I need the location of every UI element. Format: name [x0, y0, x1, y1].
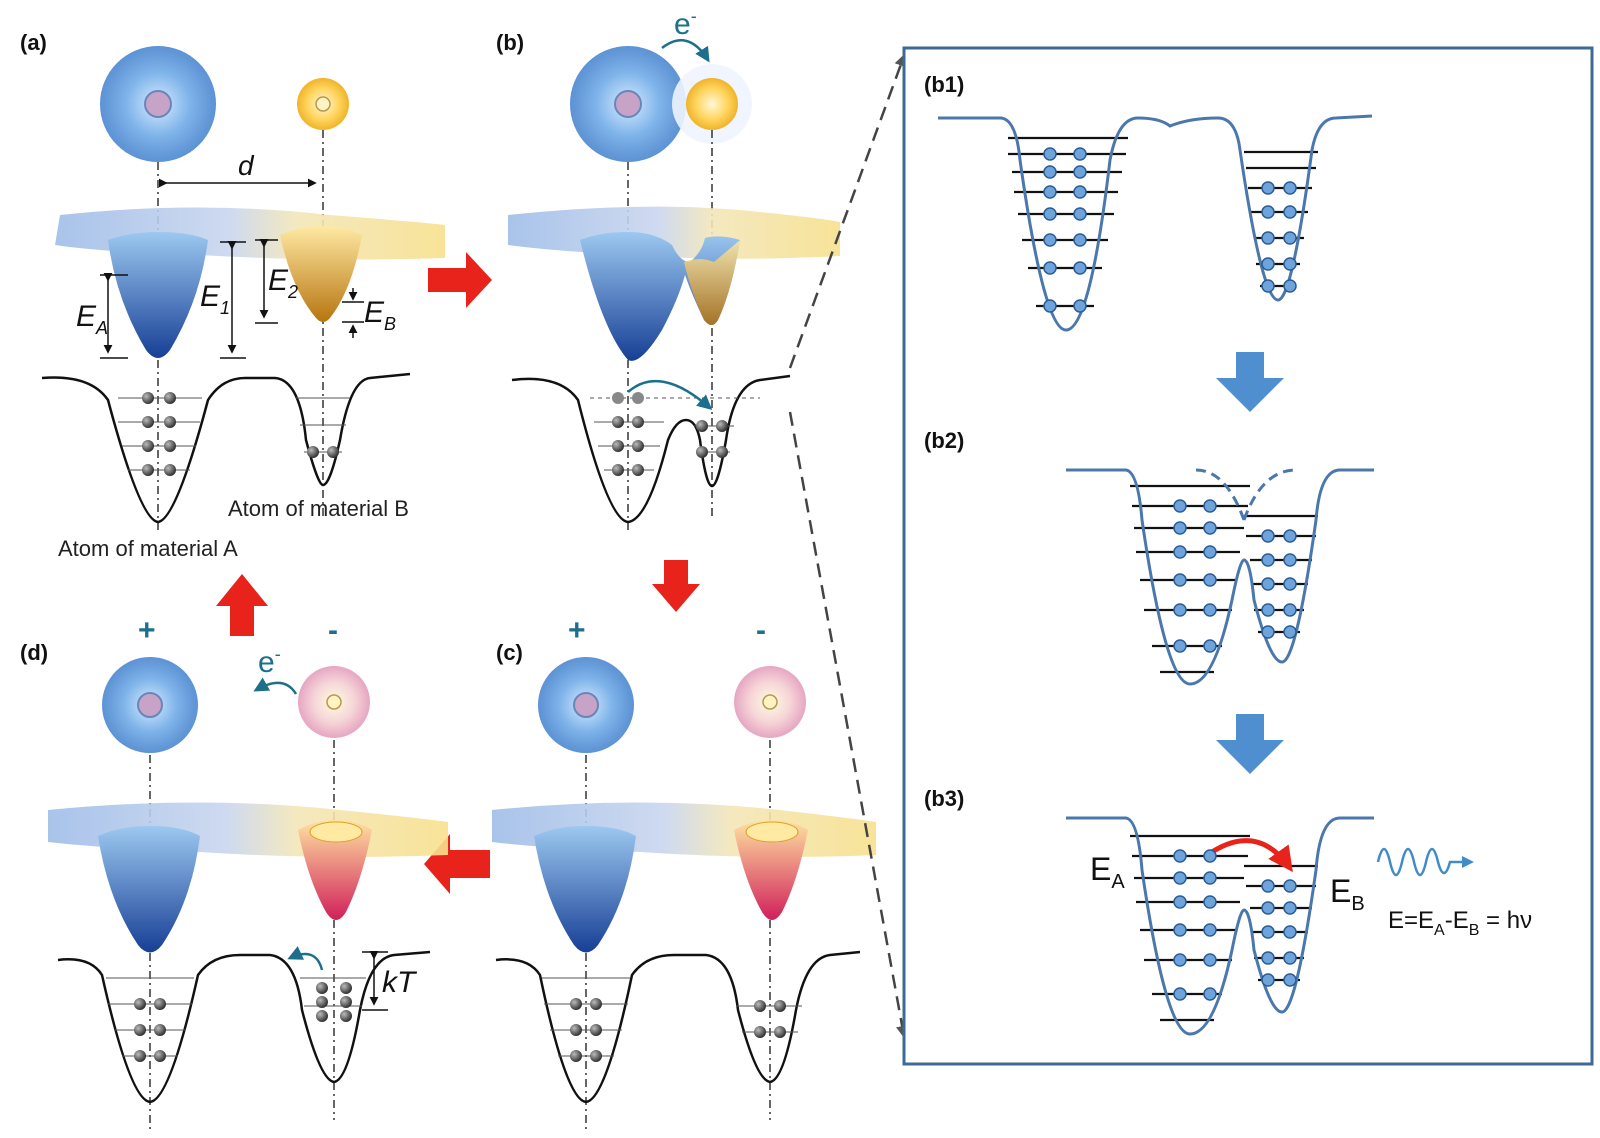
inset-b1	[938, 114, 1373, 332]
hole-2	[632, 392, 644, 404]
well-a-d	[98, 826, 200, 953]
electrons-b1	[1043, 147, 1297, 313]
arrow-b1-to-b2	[1216, 352, 1284, 412]
minus-sign-c: -	[756, 614, 766, 647]
electron-label-d: e-	[258, 644, 281, 679]
inset-panel: (b1) (b2) (b3)	[902, 46, 1594, 1066]
well-b-d	[298, 820, 372, 920]
well-b-rim-c	[745, 821, 799, 843]
atom-a-caption: Atom of material A	[58, 536, 238, 561]
inset-ea-label: EA	[1090, 851, 1125, 893]
nucleus-a-c	[573, 692, 599, 718]
electron-leave-arrow-d	[253, 677, 298, 695]
hole-1	[612, 392, 624, 404]
arrow-d-to-a	[216, 574, 268, 636]
well-b-part	[684, 240, 740, 325]
electrons-b2	[1173, 499, 1297, 653]
potential-curve-c	[495, 950, 861, 1104]
curve-b2	[1066, 468, 1374, 686]
atom-b-sphere-b	[686, 78, 738, 130]
arrow-b2-to-b3	[1216, 714, 1284, 774]
tunnel-arrow	[627, 379, 713, 410]
energy-b-label: EB	[364, 296, 396, 334]
minus-sign-d: -	[328, 614, 338, 647]
panel-label-a: (a)	[20, 30, 47, 55]
arrow-a-to-b	[428, 252, 492, 308]
inset-b3: EA EB E=EA-EB = hν	[1066, 816, 1532, 1036]
electron-label-b: e-	[674, 6, 697, 41]
electrons-b3	[1173, 849, 1297, 1001]
levels-b2-left	[1130, 484, 1250, 674]
well-a-c	[534, 826, 636, 953]
well-b-rim-d	[309, 821, 363, 843]
kt-label: kT	[382, 966, 418, 999]
potential-curve-d	[57, 950, 431, 1104]
panel-label-c: (c)	[496, 640, 523, 665]
potential-curve-b	[511, 374, 791, 524]
nucleus-b	[315, 96, 331, 112]
atom-b-caption: Atom of material B	[228, 496, 409, 521]
photon-wave	[1376, 847, 1464, 877]
panel-a: d EA E1 E2 EB	[41, 46, 445, 561]
panel-label-d: (d)	[20, 640, 48, 665]
electrons-a	[142, 392, 339, 476]
well-a	[108, 232, 208, 358]
zoom-line-top	[788, 53, 907, 369]
potential-curve-a	[41, 372, 411, 524]
panel-label-b3: (b3)	[924, 786, 964, 811]
plus-sign-c: +	[568, 614, 586, 647]
nucleus-a-b	[614, 90, 642, 118]
nucleus-a	[144, 90, 172, 118]
barrier-dashed-b2	[1195, 468, 1297, 521]
emission-transition-arrow	[1204, 838, 1293, 873]
inset-b2	[1066, 468, 1374, 686]
electrons-d	[134, 982, 352, 1062]
electron-transfer-arrow	[661, 39, 710, 63]
nucleus-b-d	[326, 694, 342, 710]
levels-a	[118, 397, 350, 471]
nucleus-b-c	[762, 694, 778, 710]
electrons-c	[570, 998, 786, 1062]
levels-c	[542, 977, 802, 1057]
inset-eb-label: EB	[1330, 873, 1365, 915]
panel-label-b: (b)	[496, 30, 524, 55]
well-b-c	[734, 820, 808, 920]
curve-b3	[1066, 816, 1374, 1036]
levels-d	[106, 977, 366, 1057]
energy-markers	[100, 238, 364, 359]
panel-c: + -	[492, 614, 876, 1130]
inset-frame	[902, 46, 1594, 1066]
electrons-b	[612, 416, 728, 476]
photon-arrowhead	[1462, 856, 1474, 868]
nucleus-a-d	[137, 692, 163, 718]
arrow-b-to-c	[652, 560, 700, 612]
panel-d: + - e- kT	[48, 614, 448, 1130]
zoom-line-bottom	[788, 411, 909, 1039]
emission-equation: E=EA-EB = hν	[1388, 907, 1532, 939]
energy-a-label: EA	[76, 300, 108, 338]
energy-2-label: E2	[268, 264, 298, 302]
panel-label-b2: (b2)	[924, 428, 964, 453]
panel-b: e-	[508, 6, 840, 530]
panel-label-b1: (b1)	[924, 72, 964, 97]
energy-1-label: E1	[200, 280, 230, 318]
well-b	[280, 226, 362, 322]
plus-sign-d: +	[138, 614, 156, 647]
thermal-escape-arrow-d	[287, 946, 324, 971]
distance-label: d	[238, 150, 255, 181]
